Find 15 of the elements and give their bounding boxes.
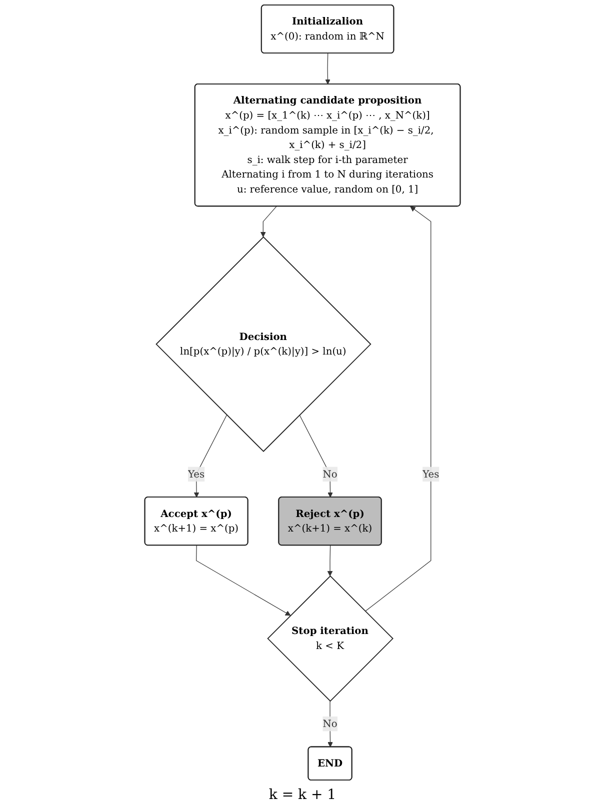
edge-label: Yes — [188, 468, 205, 480]
loop-note: k = k + 1 — [268, 787, 336, 803]
node-diamond: Decision ln[p(x^(p)|y) / p(x^(k)|y)] > ln(u) — [156, 236, 372, 452]
arrow — [364, 206, 432, 612]
arrow — [194, 414, 228, 498]
node-diamond: Stop iteration k < K — [267, 575, 394, 702]
edge-label: No — [322, 718, 338, 730]
arrow — [260, 206, 277, 238]
arrow — [299, 414, 333, 498]
edge-label: No — [322, 468, 338, 480]
arrow — [328, 700, 333, 748]
arrow — [325, 53, 330, 84]
arrow — [327, 545, 333, 576]
arrow — [196, 545, 291, 616]
edge-label: Yes — [422, 468, 440, 480]
